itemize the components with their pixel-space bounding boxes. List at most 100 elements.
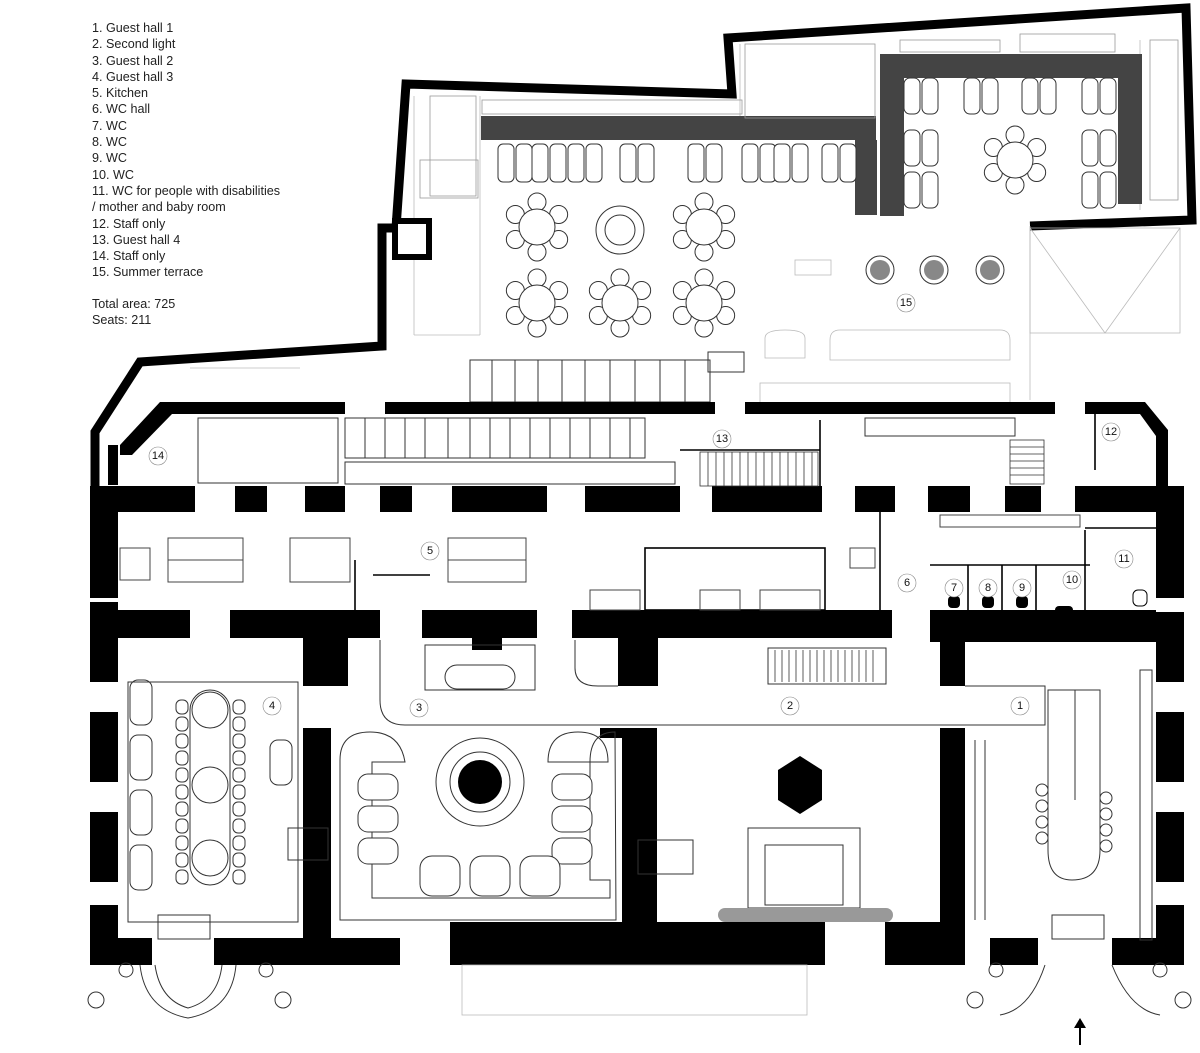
planter-inner (604, 214, 636, 246)
annex-stair (699, 439, 1045, 487)
hall-2-furniture (287, 644, 694, 921)
chair (773, 143, 791, 183)
legend-item: 5. Kitchen (92, 86, 149, 101)
chair (619, 143, 637, 183)
terrace-tables (497, 77, 1117, 338)
chair (175, 835, 189, 851)
chair (610, 318, 630, 338)
round-table (505, 192, 569, 262)
room-number: 11 (1118, 553, 1129, 565)
chair (1005, 125, 1025, 145)
round-table (672, 192, 736, 262)
legend-item: 12. Staff only (92, 216, 166, 231)
room-marker: 4 (262, 696, 282, 716)
chair (232, 852, 246, 868)
chair (903, 129, 921, 167)
chair (175, 767, 189, 783)
second-light-corridor (379, 640, 1046, 726)
chair (232, 869, 246, 885)
corner-table (1081, 129, 1117, 167)
chair (694, 242, 714, 262)
legend-item: 7. WC (92, 118, 127, 133)
booth-seat (551, 773, 593, 801)
room-marker-circle (420, 541, 440, 561)
chair (791, 143, 809, 183)
chair (531, 143, 549, 183)
chair (175, 750, 189, 766)
chair (497, 143, 515, 183)
chair (694, 192, 714, 212)
chair (637, 143, 655, 183)
room-number: 3 (416, 702, 422, 714)
chair (232, 835, 246, 851)
table-top (685, 208, 723, 246)
legend-item: 8. WC (92, 135, 127, 150)
wc-fixtures (948, 589, 1148, 620)
bench-chair-pair (741, 143, 777, 183)
room-marker: 9 (1012, 578, 1032, 598)
annex-booths (197, 417, 1016, 485)
bench-chair-pair (619, 143, 655, 183)
terrace-pot (919, 255, 949, 285)
chair (921, 77, 939, 115)
corridor-stair (774, 650, 874, 682)
room-number: 15 (900, 297, 912, 309)
chair (232, 733, 246, 749)
chair (963, 77, 981, 115)
room-marker: 1 (1010, 696, 1030, 716)
terrace-paving (190, 40, 1181, 404)
bench-chair-pair (531, 143, 567, 183)
front-steps (461, 964, 808, 1016)
room-marker: 3 (409, 698, 429, 718)
table-top (518, 284, 556, 322)
interior-partitions (354, 414, 1156, 611)
building-walls (90, 402, 1184, 965)
legend-item: 3. Guest hall 2 (92, 53, 174, 68)
chair (1099, 129, 1117, 167)
chair (232, 750, 246, 766)
planter-outer (595, 205, 645, 255)
chair (585, 143, 603, 183)
chair (175, 801, 189, 817)
room-marker: 10 (1062, 570, 1082, 590)
chair (567, 143, 585, 183)
chair (1081, 129, 1099, 167)
corner-table (903, 129, 939, 167)
room-marker: 7 (944, 578, 964, 598)
chair (232, 767, 246, 783)
entrance-left (87, 914, 292, 1019)
round-table (588, 268, 652, 338)
legend-item: 1. Guest hall 1 (92, 21, 174, 35)
chair (687, 143, 705, 183)
room-number: 14 (152, 450, 164, 462)
room-marker: 2 (780, 696, 800, 716)
legend: 1. Guest hall 1 2. Second light 3. Guest… (92, 20, 280, 281)
booth-seat (519, 855, 561, 897)
booth-seat (551, 805, 593, 833)
hall-2-seats (357, 773, 593, 897)
chair (694, 268, 714, 288)
legend-item: 4. Guest hall 3 (92, 69, 174, 84)
chair (1081, 171, 1099, 209)
chair (839, 143, 857, 183)
room-number: 10 (1066, 574, 1078, 586)
room-marker-circle (148, 446, 168, 466)
room-number: 2 (787, 700, 793, 712)
room-marker-circle (1101, 422, 1121, 442)
chair (527, 242, 547, 262)
pot-fill (870, 260, 890, 280)
hall-3-chairs (175, 699, 246, 885)
legend-item: 6. WC hall (92, 102, 151, 117)
terrace-booths (469, 359, 711, 403)
room-marker: 15 (896, 293, 916, 313)
chair (232, 716, 246, 732)
room-number: 7 (951, 582, 957, 594)
chair (694, 318, 714, 338)
room-number: 13 (716, 433, 728, 445)
table-top (518, 208, 556, 246)
round-table (672, 268, 736, 338)
chair (1021, 77, 1039, 115)
booth-seat (469, 855, 511, 897)
round-table (505, 268, 569, 338)
chair (232, 818, 246, 834)
